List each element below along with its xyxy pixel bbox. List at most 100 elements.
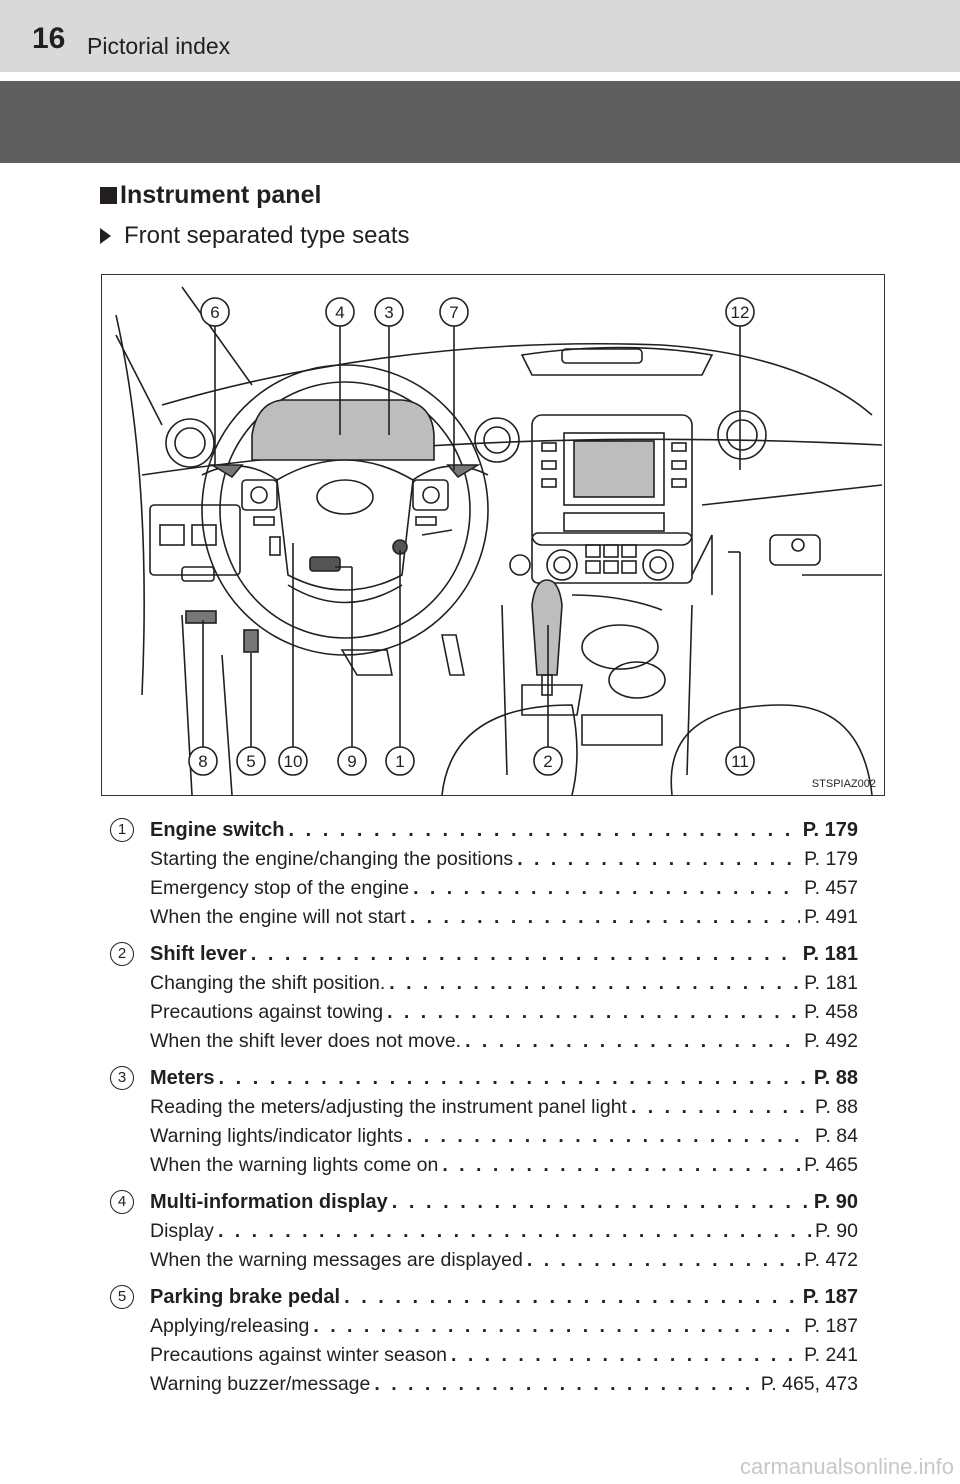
page-title: Pictorial index [87,33,231,59]
sub-text: Reading the meters/adjusting the instrum… [150,1096,627,1118]
watermark: carmanualsonline.info [739,1454,954,1479]
entry-sub-line: Applying/releasing . . . . . . . . . . .… [110,1312,858,1341]
entry-number: 2 [110,942,134,966]
callout-6: 6 [200,297,230,327]
entry-page: P. 181 [802,943,858,965]
section-title: Instrument panel [100,181,321,210]
section-title-text: Instrument panel [120,181,322,209]
svg-text:4: 4 [335,303,344,322]
leader-dots: . . . . . . . . . . . . . . . . . . . . … [442,1154,800,1176]
svg-text:12: 12 [731,303,750,322]
sub-text: Display [150,1220,214,1242]
leader-dots: . . . . . . . . . . . . . . . . . . . . … [526,1249,800,1271]
leader-dots: . . . . . . . . . . . . . . . . . . . . … [406,1125,811,1147]
leader-dots: . . . . . . . . . . . . . . . . . . . . … [250,943,799,965]
index-entry: 1 Engine switch . . . . . . . . . . . . … [110,816,858,932]
subsection-title-text: Front separated type seats [124,222,410,249]
leader-dots: . . . . . . . . . . . . . . . . . . . . … [413,877,800,899]
sub-page: P. 457 [804,877,858,899]
sub-page: P. 88 [814,1096,858,1118]
leader-dots: . . . . . . . . . . . . . . . . . . . . … [451,1344,800,1366]
index-entry: 4 Multi-information display . . . . . . … [110,1188,858,1275]
leader-dots: . . . . . . . . . . . . . . . . . . . . … [288,819,798,841]
header-bar: 16 Pictorial index [0,0,960,72]
callout-9: 9 [337,746,367,776]
entry-number: 1 [110,818,134,842]
subsection-title: Front separated type seats [100,222,410,250]
callout-11: 11 [725,746,755,776]
entry-title-line: Meters . . . . . . . . . . . . . . . . .… [110,1064,858,1093]
sub-text: When the shift lever does not move. [150,1030,462,1052]
entry-title: Multi-information display [150,1191,388,1213]
callout-8: 8 [188,746,218,776]
entry-number: 5 [110,1285,134,1309]
svg-text:10: 10 [284,752,303,771]
entry-number: 4 [110,1190,134,1214]
svg-text:6: 6 [210,303,219,322]
entry-page: P. 179 [802,819,858,841]
callout-4: 4 [325,297,355,327]
sub-text: Starting the engine/changing the positio… [150,848,514,870]
leader-dots: . . . . . . . . . . . . . . . . . . . . … [218,1067,809,1089]
callout-1: 1 [385,746,415,776]
entry-title: Engine switch [150,819,285,841]
entry-sub-line: When the warning messages are displayed … [110,1246,858,1275]
sub-page: P. 492 [804,1030,858,1052]
sub-text: Warning buzzer/message [150,1373,371,1395]
entry-page: P. 88 [813,1067,858,1089]
entry-title-line: Multi-information display . . . . . . . … [110,1188,858,1217]
entry-title-line: Shift lever . . . . . . . . . . . . . . … [110,940,858,969]
callout-10: 10 [278,746,308,776]
leader-dots: . . . . . . . . . . . . . . . . . . . . … [217,1220,811,1242]
svg-text:7: 7 [449,303,458,322]
leader-dots: . . . . . . . . . . . . . . . . . . . . … [630,1096,811,1118]
callout-7: 7 [439,297,469,327]
sub-page: P. 187 [804,1315,858,1337]
square-bullet-icon [100,187,117,204]
sub-text: Applying/releasing [150,1315,310,1337]
leader-dots: . . . . . . . . . . . . . . . . . . . . … [409,906,800,928]
svg-text:2: 2 [543,752,552,771]
svg-text:8: 8 [198,752,207,771]
sub-page: P. 458 [804,1001,858,1023]
sub-text: Emergency stop of the engine [150,877,410,899]
triangle-bullet-icon [100,228,111,244]
leader-dots: . . . . . . . . . . . . . . . . . . . . … [387,1001,800,1023]
callout-2: 2 [533,746,563,776]
entry-title: Parking brake pedal [150,1286,341,1308]
sub-text: Warning lights/indicator lights [150,1125,403,1147]
sub-text: When the warning lights come on [150,1154,439,1176]
index-entry: 2 Shift lever . . . . . . . . . . . . . … [110,940,858,1056]
page-number: 16 [32,22,66,55]
sub-page: P. 465, 473 [760,1373,858,1395]
sub-page: P. 84 [814,1125,858,1147]
leader-dots: . . . . . . . . . . . . . . . . . . . . … [344,1286,799,1308]
figure-code: STSPIAZ002 [811,778,876,790]
sub-text: When the warning messages are displayed [150,1249,523,1271]
entry-title: Shift lever [150,943,247,965]
callout-12: 12 [725,297,755,327]
instrument-panel-illustration: 6 4 3 7 12 8 [101,274,885,796]
index-entries: 1 Engine switch . . . . . . . . . . . . … [110,816,858,1407]
header-band [0,81,960,163]
leader-dots: . . . . . . . . . . . . . . . . . . . . … [465,1030,800,1052]
svg-text:3: 3 [384,303,393,322]
callout-5: 5 [236,746,266,776]
entry-title-line: Engine switch . . . . . . . . . . . . . … [110,816,858,845]
entry-sub-line: Display . . . . . . . . . . . . . . . . … [110,1217,858,1246]
entry-sub-line: Warning buzzer/message . . . . . . . . .… [110,1370,858,1399]
dashboard-drawing: 6 4 3 7 12 8 [115,286,883,795]
entry-sub-line: Changing the shift position. . . . . . .… [110,969,858,998]
entry-title: Meters [150,1067,215,1089]
sub-text: When the engine will not start [150,906,406,928]
sub-page: P. 472 [804,1249,858,1271]
sub-text: Precautions against winter season [150,1344,448,1366]
entry-sub-line: Reading the meters/adjusting the instrum… [110,1093,858,1122]
svg-text:9: 9 [347,752,356,771]
entry-page: P. 90 [813,1191,858,1213]
entry-sub-line: Warning lights/indicator lights . . . . … [110,1122,858,1151]
callout-3: 3 [374,297,404,327]
leader-dots: . . . . . . . . . . . . . . . . . . . . … [517,848,800,870]
entry-sub-line: Precautions against towing . . . . . . .… [110,998,858,1027]
entry-sub-line: When the engine will not start . . . . .… [110,903,858,932]
